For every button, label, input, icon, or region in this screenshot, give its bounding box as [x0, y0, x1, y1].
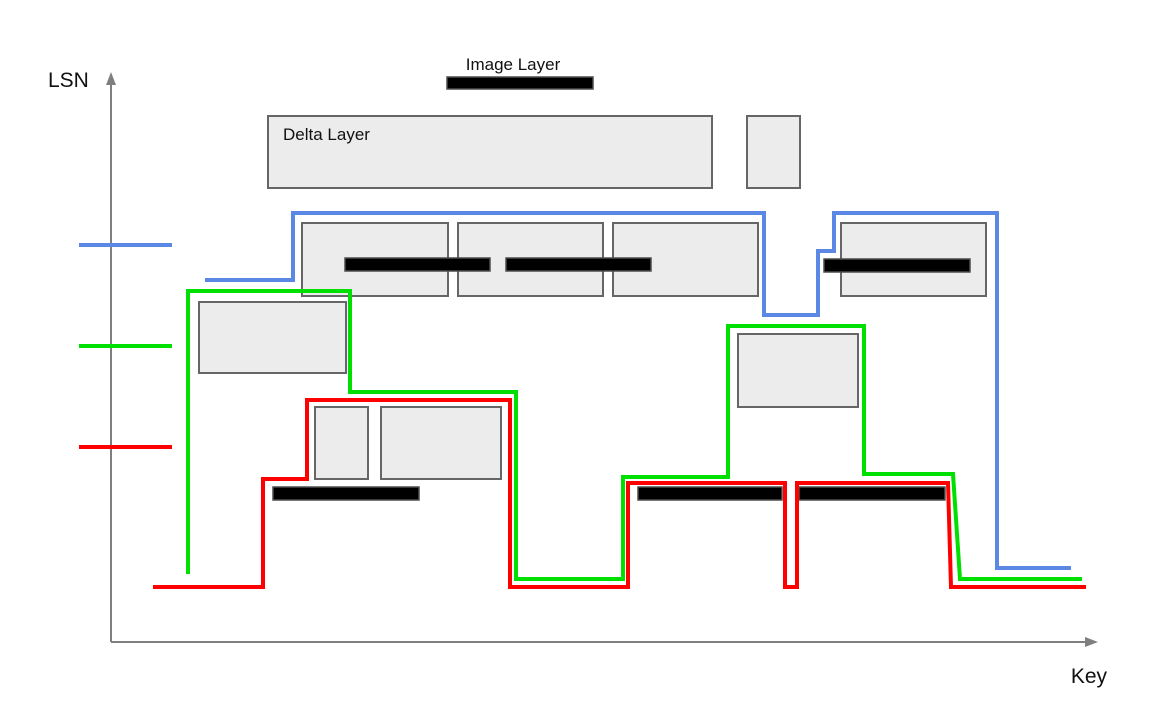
branch-line-red — [153, 398, 1086, 589]
branch-line-green — [186, 289, 1082, 581]
x-axis-arrowhead — [1085, 637, 1098, 647]
image-layer-bar — [637, 486, 783, 501]
x-axis-label: Key — [1071, 665, 1108, 688]
image-layer-bar — [272, 486, 420, 501]
lsn-ticks — [79, 243, 172, 449]
delta-layer-box — [380, 406, 502, 480]
image-layer-bar — [505, 257, 652, 272]
delta-layer-box — [267, 115, 713, 189]
delta-layer-box — [314, 406, 369, 480]
y-axis-arrowhead — [106, 72, 116, 85]
delta-layer-box — [746, 115, 801, 189]
image-layer-bar — [823, 258, 971, 273]
image-layer-bar — [446, 76, 594, 90]
image-layer-bars — [272, 76, 971, 501]
image-layer-bar — [344, 257, 491, 272]
delta-layer-box — [737, 333, 859, 408]
axes — [106, 72, 1098, 647]
image-layer-bar — [798, 486, 946, 501]
delta-layer-label: Delta Layer — [283, 125, 370, 144]
delta-layer-boxes — [198, 115, 987, 480]
branch-lines — [153, 211, 1086, 589]
y-axis-label: LSN — [48, 69, 89, 92]
delta-layer-box — [198, 301, 347, 374]
image-layer-legend-label: Image Layer — [466, 55, 561, 74]
branch-line-blue — [205, 211, 1071, 570]
